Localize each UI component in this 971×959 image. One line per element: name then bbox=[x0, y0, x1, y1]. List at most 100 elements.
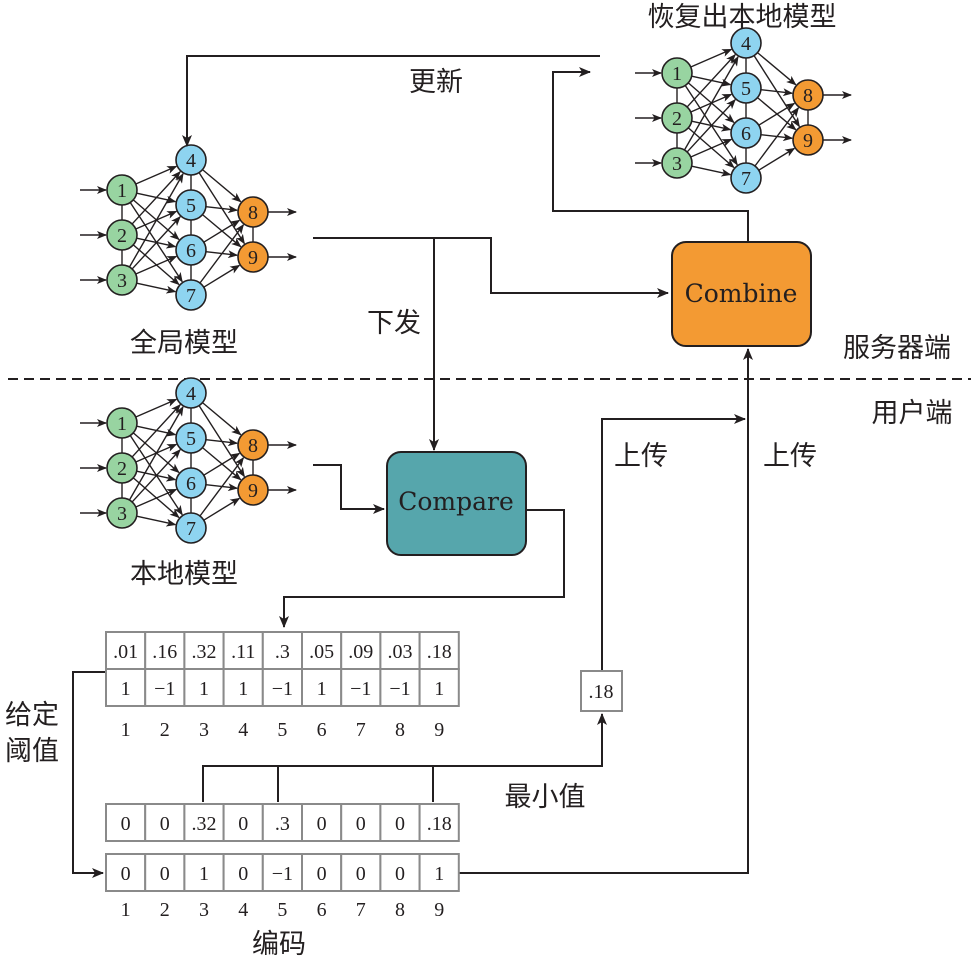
global-hidden-node bbox=[175, 189, 207, 221]
global-edge bbox=[131, 216, 181, 270]
local-node-label: 6 bbox=[186, 473, 196, 495]
code-index: 6 bbox=[317, 899, 327, 921]
diff-value-cell-text: .3 bbox=[275, 641, 290, 663]
code-index: 2 bbox=[160, 899, 170, 921]
threshold-label-line1: 给定 bbox=[5, 700, 59, 731]
recovered-edge bbox=[757, 52, 797, 86]
local-edge bbox=[203, 497, 241, 521]
global-edge bbox=[128, 173, 184, 268]
global-edge bbox=[203, 219, 241, 243]
code-value-cell-text: 0 bbox=[356, 863, 366, 885]
local-edge bbox=[131, 449, 181, 503]
diff-sign-cell-text: −1 bbox=[350, 678, 371, 700]
recovered-output-node bbox=[792, 124, 824, 156]
recovered-hidden-node bbox=[730, 162, 762, 194]
recovered-edge bbox=[754, 107, 800, 167]
threshold-value-cell bbox=[379, 803, 421, 842]
diff-value-cell-text: .32 bbox=[192, 641, 217, 663]
encoding-label: 编码 bbox=[252, 929, 306, 959]
global-edge bbox=[199, 224, 245, 284]
code-value-cell bbox=[418, 853, 460, 892]
threshold-value-cell bbox=[222, 803, 264, 842]
recovered-edge bbox=[690, 48, 733, 68]
diff-value-cell-text: .03 bbox=[388, 641, 413, 663]
local-output-node bbox=[237, 474, 269, 506]
diff-sign-cell-text: 1 bbox=[317, 678, 327, 700]
global-node-label: 9 bbox=[248, 247, 258, 269]
recovered-edge bbox=[686, 54, 736, 108]
code-value-cell bbox=[183, 853, 225, 892]
diff-sign-cell-text: 1 bbox=[121, 678, 131, 700]
recovered-model-title: 恢复出本地模型 bbox=[648, 2, 837, 33]
code-value-cell-text: 0 bbox=[395, 863, 405, 885]
local-output-node bbox=[237, 429, 269, 461]
diff-value-cell-text: .16 bbox=[152, 641, 177, 663]
threshold-value-cell-text: .32 bbox=[192, 813, 217, 835]
diff-sign-cell bbox=[340, 668, 382, 707]
local-node-label: 2 bbox=[117, 458, 127, 480]
code-value-cell bbox=[340, 853, 382, 892]
threshold-value-cell bbox=[261, 803, 303, 842]
code-index: 8 bbox=[395, 899, 405, 921]
recovered-input-node bbox=[661, 57, 693, 89]
diff-value-cell bbox=[418, 631, 460, 670]
code-index: 9 bbox=[434, 899, 444, 921]
compare-to-table-arrow bbox=[279, 509, 565, 628]
min-value-text: .18 bbox=[589, 681, 614, 703]
threshold-value-cell-text: .3 bbox=[275, 813, 290, 835]
global-node-label: 1 bbox=[117, 180, 127, 202]
global-node-label: 6 bbox=[186, 240, 196, 262]
diff-sign-cell bbox=[144, 668, 186, 707]
local-edge bbox=[135, 488, 178, 508]
global-node-label: 7 bbox=[186, 285, 196, 307]
diff-index: 1 bbox=[121, 719, 131, 741]
diff-sign-cell-text: −1 bbox=[154, 678, 175, 700]
recovered-output-node bbox=[792, 79, 824, 111]
threshold-value-cell bbox=[418, 803, 460, 842]
code-value-cell bbox=[144, 853, 186, 892]
local-edge bbox=[135, 398, 178, 418]
local-edge bbox=[128, 406, 184, 501]
local-edge bbox=[199, 457, 245, 517]
code-index: 1 bbox=[121, 899, 131, 921]
diff-value-cell-text: .11 bbox=[231, 641, 255, 663]
threshold-value-cell bbox=[301, 803, 343, 842]
local-input-node bbox=[106, 497, 138, 529]
global-edge bbox=[135, 255, 178, 275]
local-input-node bbox=[106, 452, 138, 484]
recovered-node-label: 2 bbox=[672, 108, 682, 130]
local-node-label: 7 bbox=[186, 518, 196, 540]
local-edge bbox=[131, 404, 181, 458]
code-value-cell bbox=[105, 853, 147, 892]
threshold-value-cell-text: 0 bbox=[121, 813, 131, 835]
threshold-value-cell-text: 0 bbox=[317, 813, 327, 835]
diff-index: 3 bbox=[199, 719, 209, 741]
diff-value-cell bbox=[340, 631, 382, 670]
diff-index: 9 bbox=[434, 719, 444, 741]
upload-label-1: 上传 bbox=[614, 441, 668, 472]
diff-sign-cell-text: −1 bbox=[389, 678, 410, 700]
global-edge bbox=[205, 205, 239, 214]
recovered-edge bbox=[690, 138, 733, 158]
threshold-value-cell bbox=[105, 803, 147, 842]
local-hidden-node bbox=[175, 422, 207, 454]
code-value-cell-text: 0 bbox=[238, 863, 248, 885]
code-index: 7 bbox=[356, 899, 366, 921]
diff-sign-cell bbox=[301, 668, 343, 707]
threshold-value-cell-text: 0 bbox=[395, 813, 405, 835]
code-value-cell bbox=[261, 853, 303, 892]
diff-index: 8 bbox=[395, 719, 405, 741]
upload-label-2: 上传 bbox=[763, 441, 817, 472]
recovered-node-label: 4 bbox=[741, 33, 751, 55]
code-value-cell-text: 1 bbox=[434, 863, 444, 885]
diff-index: 6 bbox=[317, 719, 327, 741]
local-to-compare-arrow bbox=[313, 464, 385, 514]
diff-sign-cell bbox=[418, 668, 460, 707]
global-output-node bbox=[237, 241, 269, 273]
recovered-node-label: 5 bbox=[741, 78, 751, 100]
compare-box bbox=[386, 451, 527, 556]
code-index: 3 bbox=[199, 899, 209, 921]
global-node-label: 4 bbox=[186, 150, 196, 172]
